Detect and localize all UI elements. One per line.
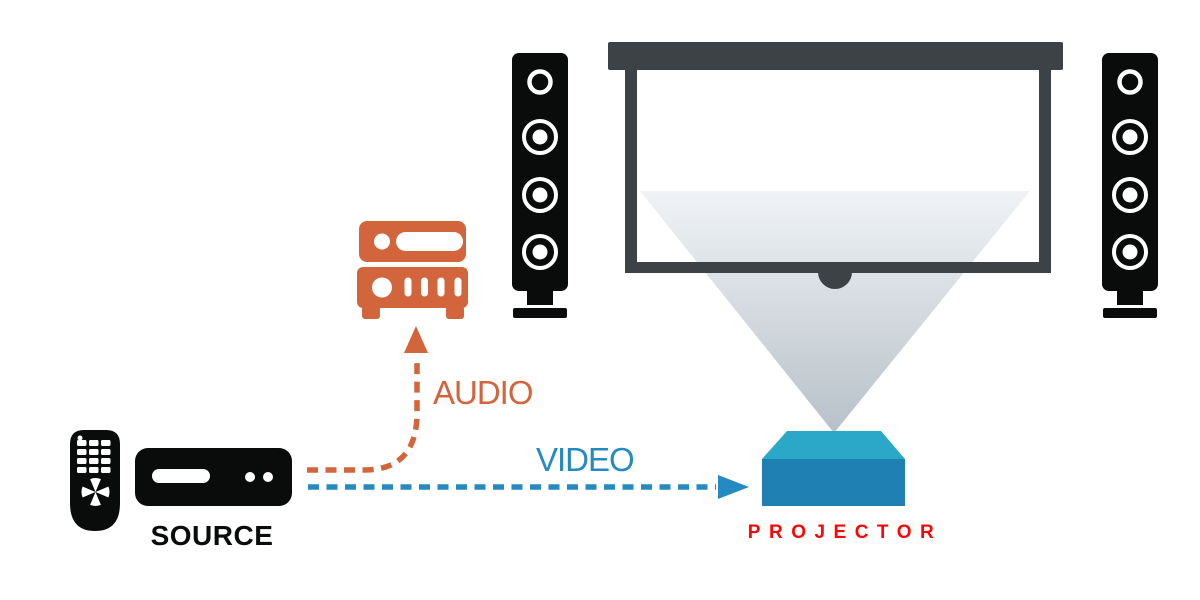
projection-screen-icon (608, 42, 1063, 289)
source-label: SOURCE (151, 520, 274, 551)
tower-speaker-left-icon (512, 53, 568, 318)
video-arrow (308, 475, 749, 499)
video-arrowhead-icon (718, 475, 749, 499)
screen-right-post (1039, 68, 1051, 268)
audio-arrow (307, 326, 428, 473)
tower-speaker-right-icon (1102, 53, 1158, 318)
audio-label: AUDIO (433, 374, 533, 411)
screen-left-post (625, 68, 637, 268)
projector-icon (762, 431, 905, 506)
audio-arrowhead-icon (404, 326, 428, 353)
light-beam (640, 191, 1030, 433)
dpad-cross-icon (79, 476, 112, 508)
screen-bottom-bar (625, 262, 1051, 273)
screen-pull-tab (818, 272, 852, 289)
video-label: VIDEO (536, 441, 634, 478)
remote-control-icon (70, 430, 120, 531)
screen-mount-bar (608, 42, 1063, 70)
projector-label: PROJECTOR (748, 522, 942, 543)
source-device-icon (135, 448, 292, 506)
av-receiver-icon (357, 221, 468, 319)
